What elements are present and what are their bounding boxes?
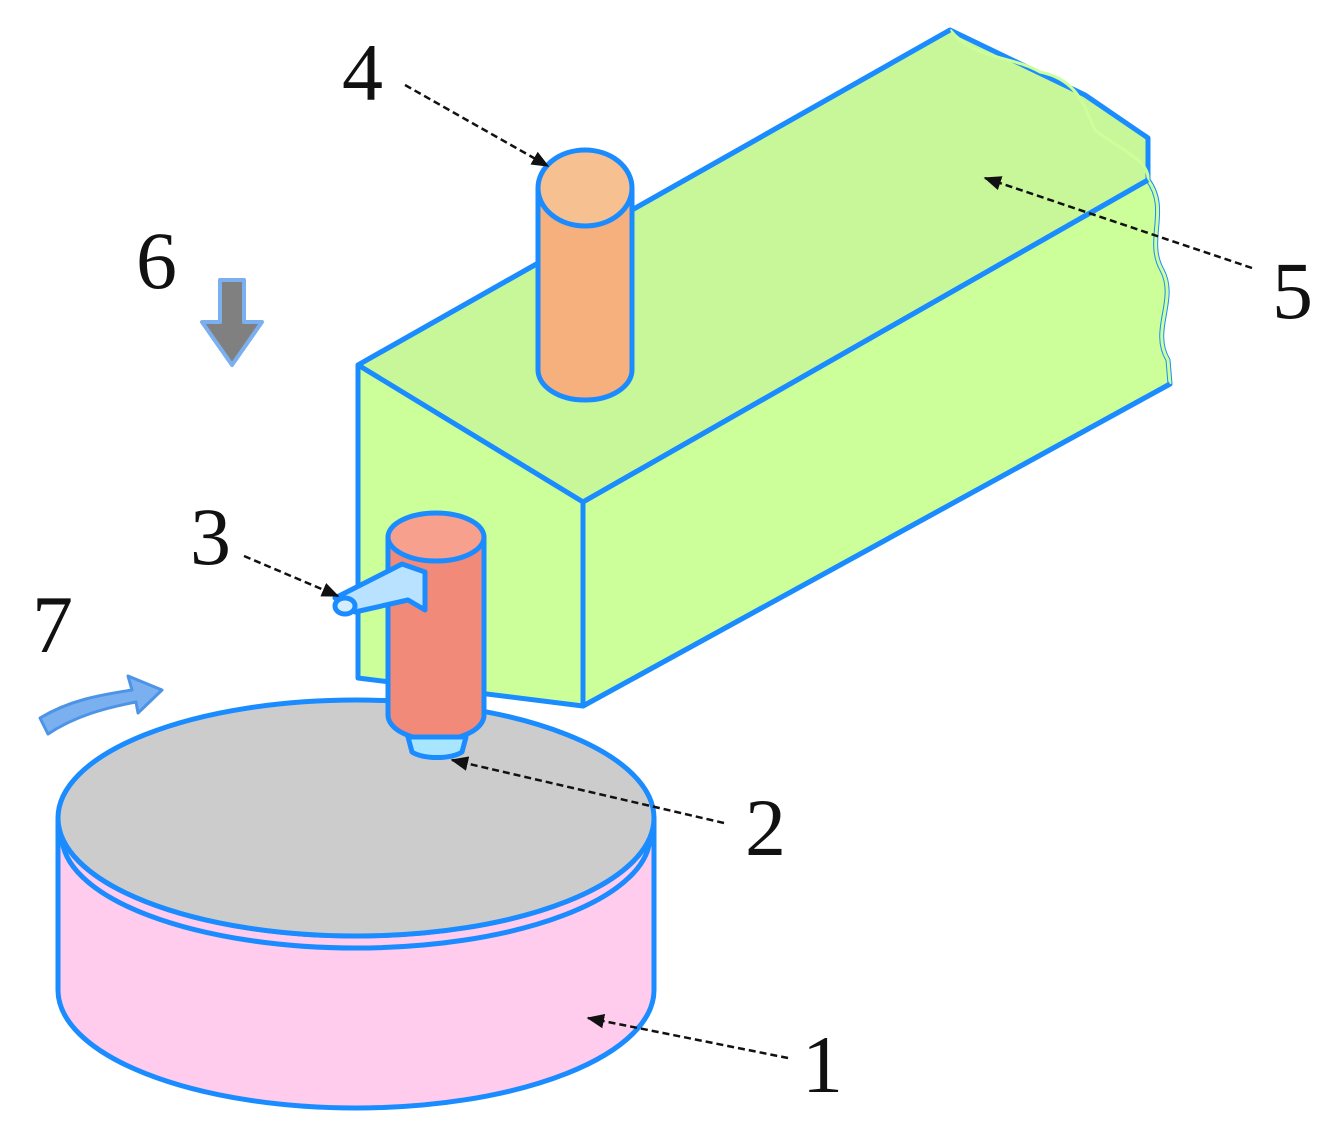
leader-3 bbox=[243, 554, 340, 598]
leader-5 bbox=[983, 176, 1253, 270]
leader-4 bbox=[404, 83, 550, 168]
workpiece-disk bbox=[55, 697, 657, 1111]
callout-7: 7 bbox=[32, 579, 73, 670]
leader-1 bbox=[586, 1013, 789, 1060]
callout-5: 5 bbox=[1272, 245, 1313, 336]
callout-4: 4 bbox=[342, 27, 383, 118]
callout-6: 6 bbox=[136, 215, 177, 306]
rotation-arrow-icon bbox=[38, 674, 164, 736]
callout-1: 1 bbox=[802, 1019, 843, 1110]
pin-cylinder bbox=[535, 147, 635, 403]
tool-assembly bbox=[332, 510, 487, 760]
pin-body bbox=[535, 185, 635, 403]
callout-2: 2 bbox=[745, 782, 786, 873]
holder-top-edge bbox=[356, 27, 952, 368]
disk-lip bbox=[59, 835, 653, 951]
tool-tip bbox=[405, 734, 469, 760]
pin-top bbox=[535, 147, 635, 229]
holder-mid-edge bbox=[581, 177, 1150, 505]
holder-bottom-edge bbox=[581, 381, 1172, 709]
disk-top bbox=[55, 697, 657, 939]
holder-torn-edge bbox=[948, 29, 1172, 385]
leader-2 bbox=[450, 756, 725, 825]
callout-3: 3 bbox=[190, 491, 231, 582]
down-arrow-icon bbox=[200, 278, 264, 367]
nozzle-opening bbox=[332, 595, 358, 617]
tool-top bbox=[385, 510, 487, 564]
